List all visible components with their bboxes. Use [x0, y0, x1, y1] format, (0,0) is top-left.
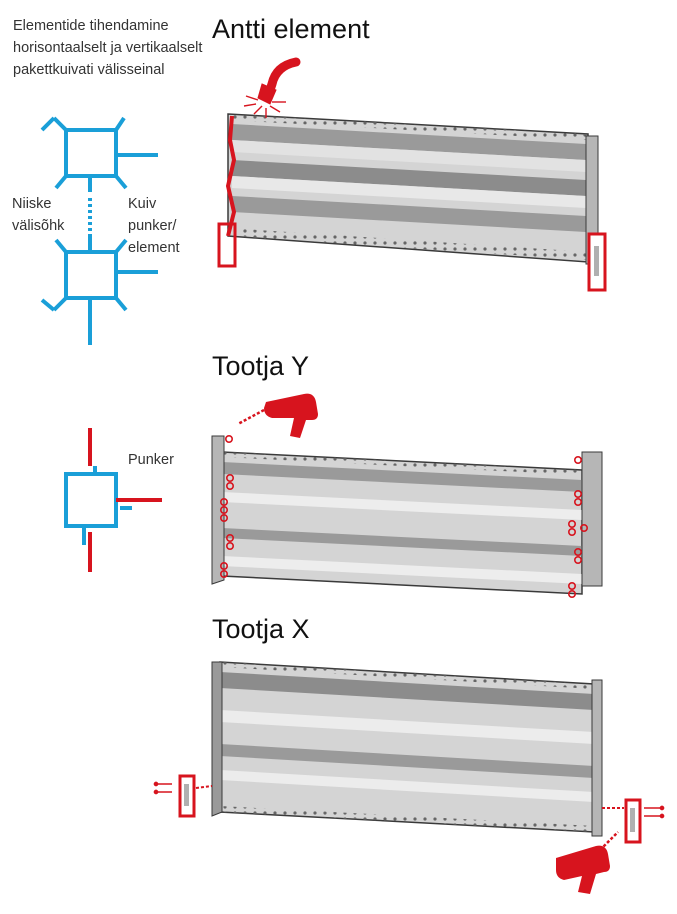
heading-antti-element: Antti element — [212, 14, 370, 44]
drill-icon — [237, 393, 318, 438]
heading-tootja-y: Tootja Y — [212, 351, 310, 381]
heading-tootja-x: Tootja X — [212, 614, 310, 644]
panel-tootja-y — [211, 434, 603, 598]
punker-schematic — [64, 428, 162, 572]
cyan-corner-schematic — [40, 116, 158, 345]
label-punker: Punker — [128, 452, 174, 468]
panel-antti-element — [217, 113, 607, 292]
caption-text: Elementide tihendamine horisontaalselt j… — [13, 18, 203, 78]
sealant-gun-icon — [243, 57, 301, 118]
panel-tootja-x — [153, 661, 665, 844]
drill-icon — [556, 831, 619, 894]
